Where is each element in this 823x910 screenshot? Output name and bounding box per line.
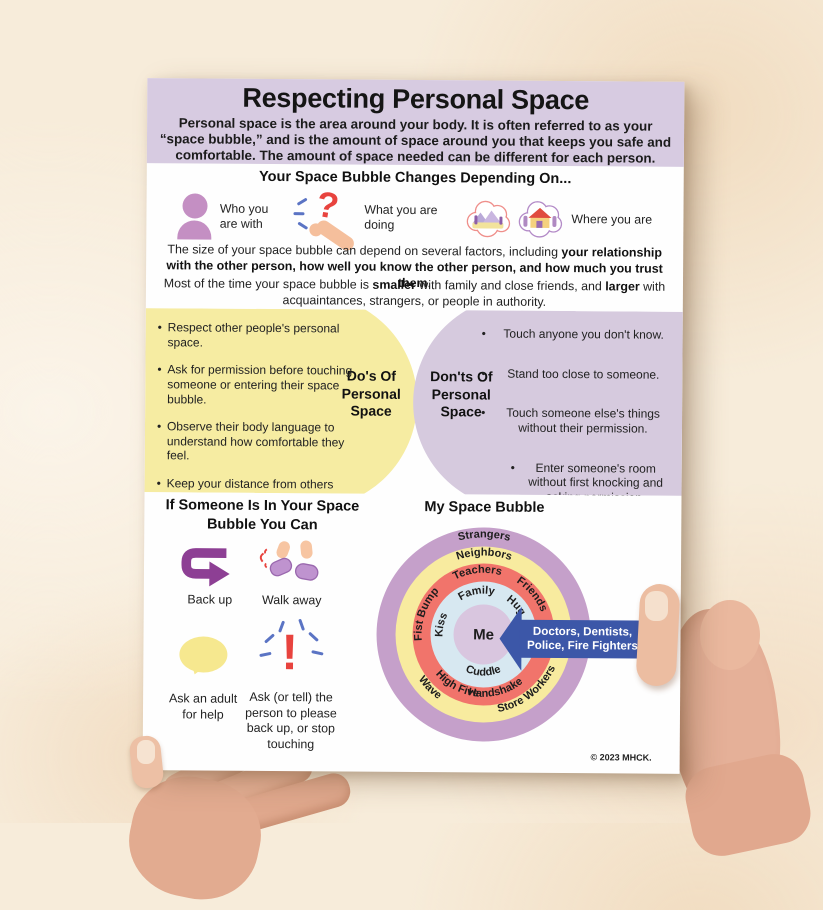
house-thought-bubble [518, 201, 563, 238]
factor-where: Where you are [463, 199, 652, 238]
ring-label-cuddle: Cuddle [464, 663, 502, 679]
park-thought-bubble [466, 200, 511, 238]
walk-away-icon [259, 540, 319, 581]
center-me-circle [453, 604, 514, 665]
right-hand [656, 600, 817, 862]
ring-label-strangers: Strangers [457, 528, 512, 544]
right-thumb-nail [645, 591, 668, 621]
back-up-arrow-icon [181, 548, 230, 587]
worksheet-page: Respecting Personal Space Personal space… [142, 78, 685, 774]
right-hand-knuckle [700, 600, 760, 670]
thumbs-over-paper [128, 583, 681, 790]
factors-row: Who you are with ? What you are doing [146, 183, 683, 254]
location-thought-bubbles-icon [463, 199, 563, 238]
space-bubble-diagram: Strangers Neighbors Wave Store Workers T… [376, 527, 591, 742]
left-thumb-nail [137, 740, 155, 764]
ring-label-neighbors: Neighbors [455, 546, 514, 563]
center-me-label: Me [473, 626, 494, 643]
